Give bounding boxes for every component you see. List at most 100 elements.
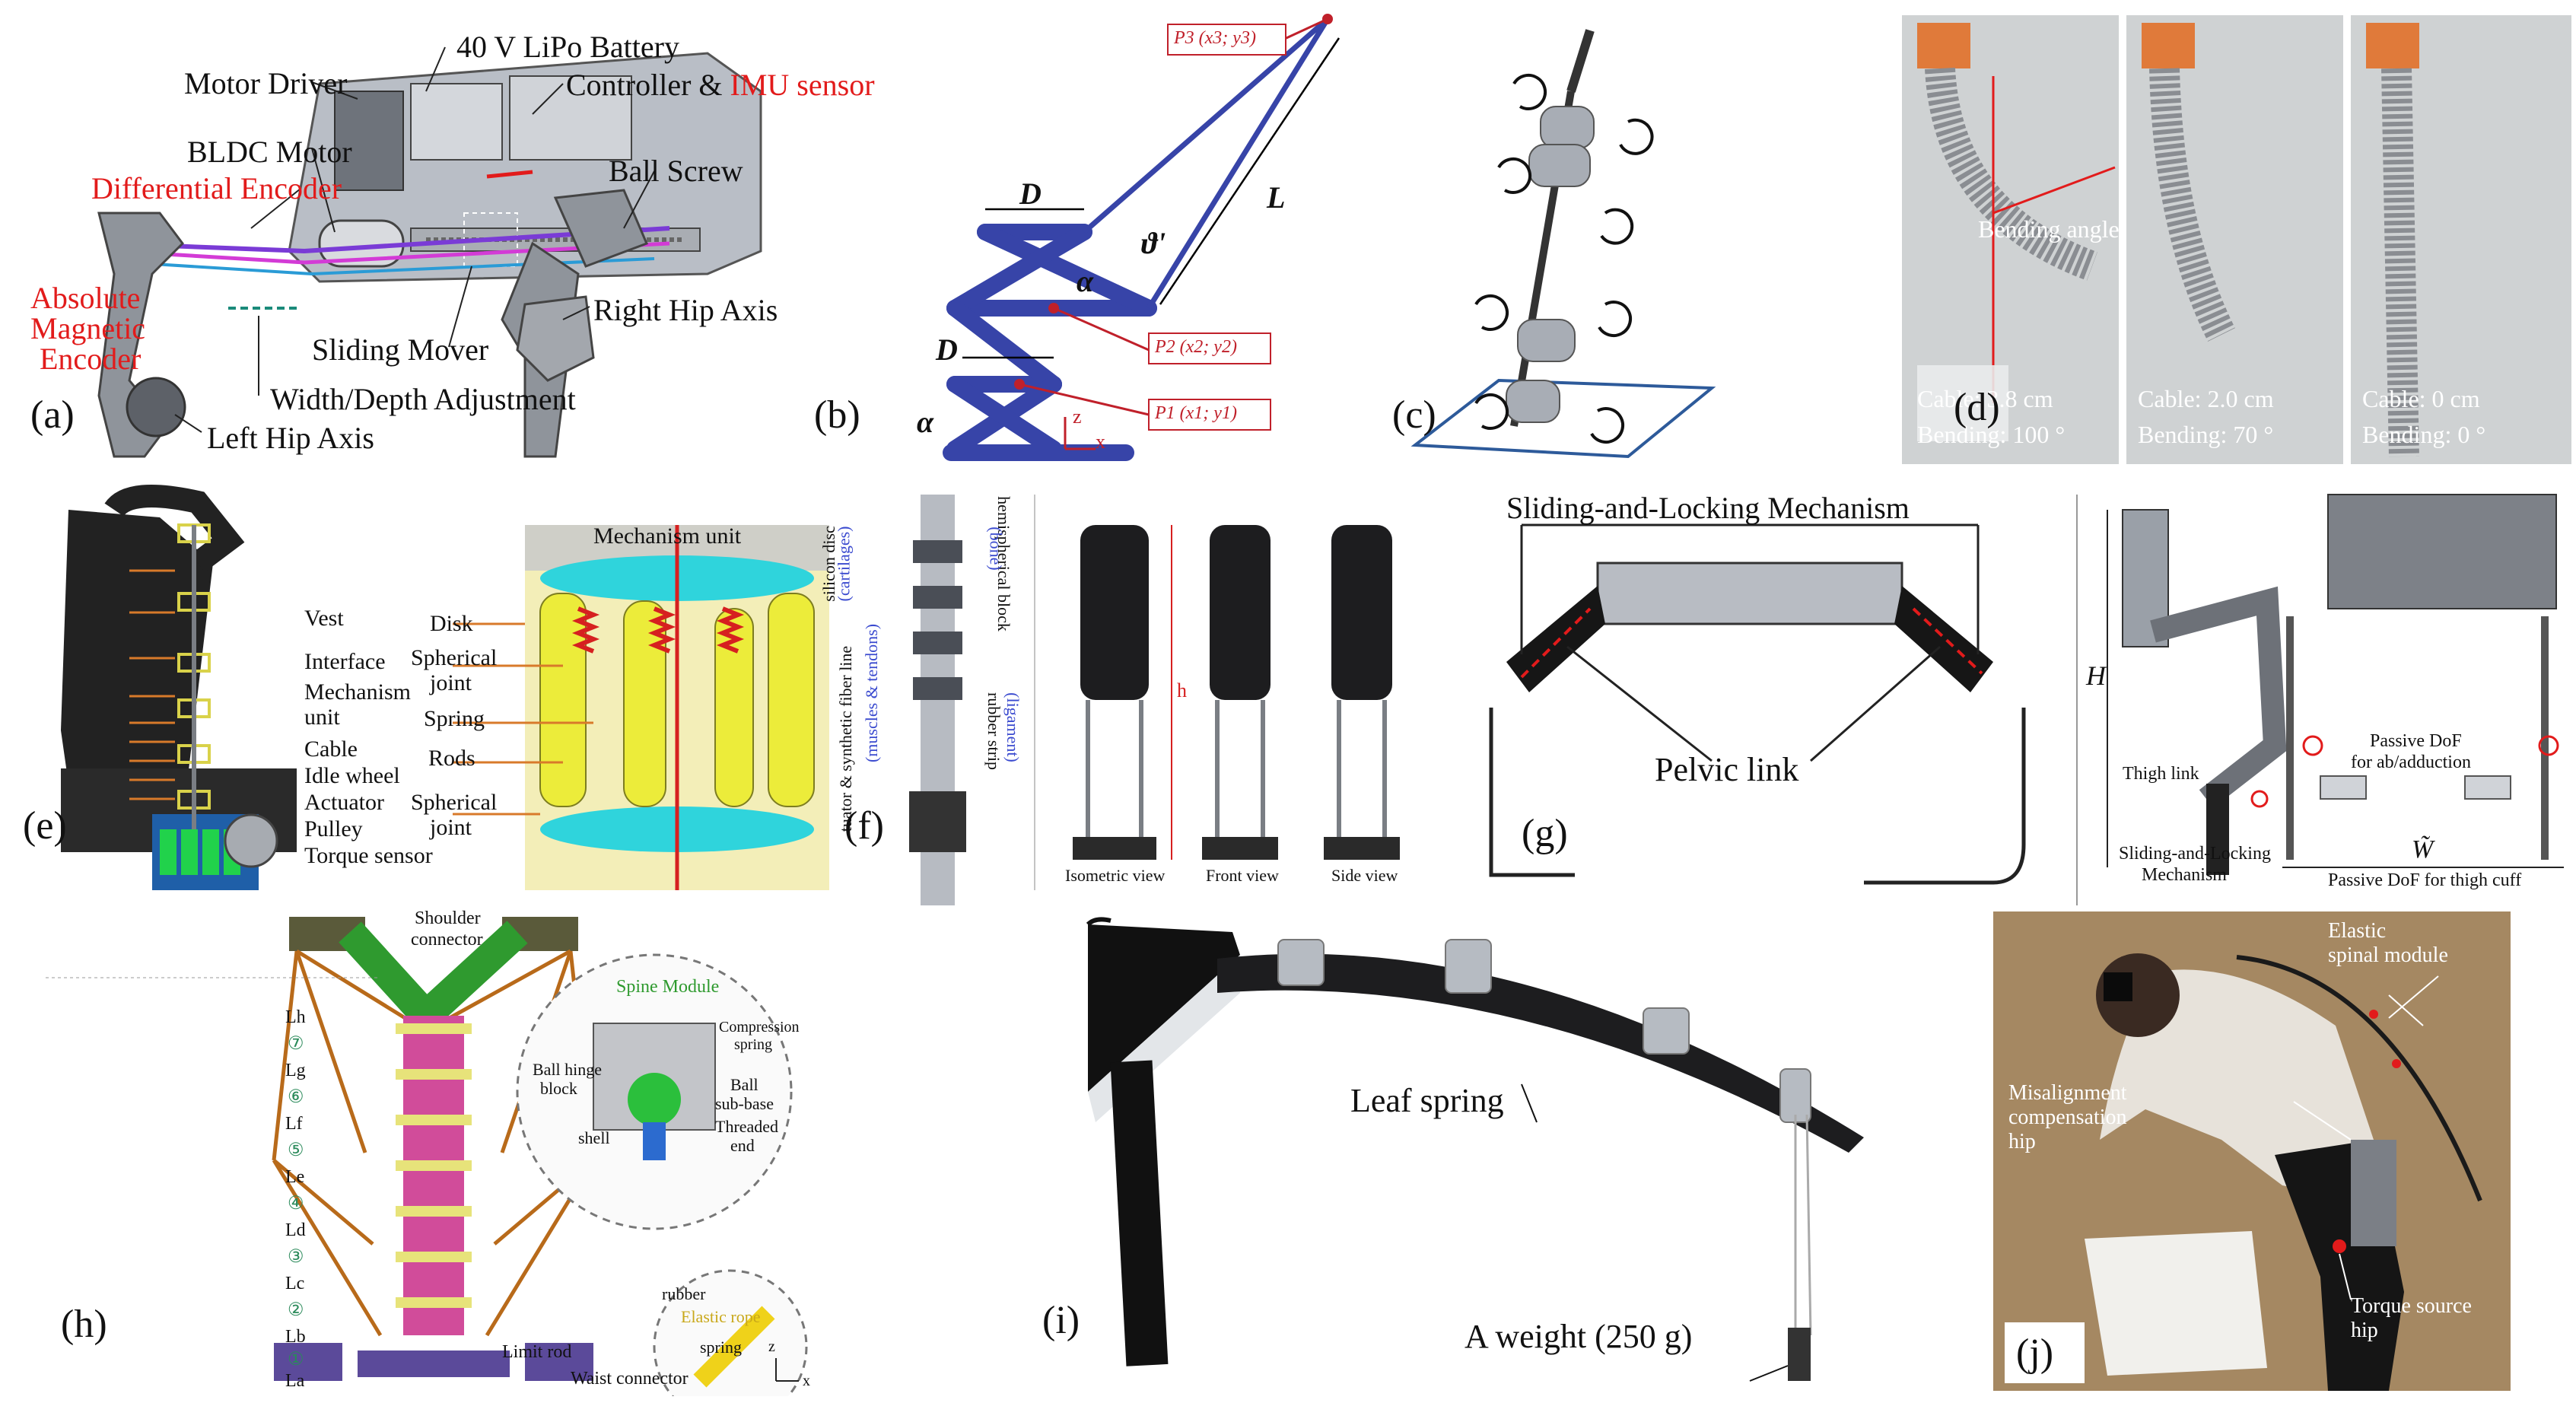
label-passive-dof-2: for ab/adduction — [2351, 752, 2471, 772]
panel-e: Mechanism unit Vest Interface Mechanism … — [23, 479, 837, 905]
label-differential-encoder: Differential Encoder — [91, 171, 342, 205]
label-mechanism-1: Mechanism — [304, 679, 411, 705]
panel-label-g: (g) — [1522, 812, 1568, 855]
label-slm-2: Mechanism — [2142, 865, 2227, 885]
label-weight: A weight (250 g) — [1465, 1318, 1693, 1355]
label-theta: ϑ' — [1141, 226, 1166, 260]
label-level-13: ① — [288, 1350, 304, 1370]
label-ball-hinge-2: block — [540, 1079, 577, 1098]
label-img2-bending: Bending: 70 ° — [2138, 421, 2274, 448]
label-rubber: rubber — [662, 1284, 706, 1303]
label-idle-wheel: Idle wheel — [304, 763, 400, 788]
label-battery: 40 V LiPo Battery — [456, 30, 679, 64]
label-level-8: Ld — [285, 1220, 306, 1240]
label-absolute-encoder-2: Magnetic — [30, 311, 146, 345]
label-z-axis: z — [1073, 406, 1082, 428]
label-misalignment-3: hip — [2008, 1130, 2036, 1153]
label-elastic-1: Elastic — [2328, 919, 2387, 943]
label-level-4: Lf — [285, 1114, 303, 1134]
label-vest: Vest — [304, 606, 344, 631]
panel-g: Sliding-and-Locking Mechanism Pelvic lin… — [1445, 479, 2576, 905]
label-mechanism-unit-title: Mechanism unit — [593, 523, 742, 549]
label-torque-sensor: Torque sensor — [304, 843, 433, 868]
label-threaded-1: Threaded — [715, 1117, 779, 1136]
label-shoulder-2: connector — [411, 930, 483, 950]
label-bldc: BLDC Motor — [187, 135, 352, 169]
label-level-3: ⑥ — [288, 1087, 304, 1107]
label-D-mid: D — [936, 332, 958, 367]
label-bone: (bone) — [986, 527, 1006, 571]
label-compression-1: Compression — [719, 1019, 800, 1036]
label-muscles: (muscles & tendons) — [862, 623, 882, 763]
label-interface: Interface — [304, 649, 386, 674]
label-front-view: Front view — [1206, 866, 1279, 885]
panel-label-i: (i) — [1042, 1299, 1080, 1342]
label-level-14: La — [285, 1371, 305, 1391]
label-sliding-locking-title: Sliding-and-Locking Mechanism — [1506, 491, 1910, 525]
label-left-hip: Left Hip Axis — [207, 421, 374, 455]
label-pulley: Pulley — [304, 816, 363, 841]
label-slm-1: Sliding-and-Locking — [2119, 844, 2271, 864]
label-p3: P3 (x3; y3) — [1174, 28, 1256, 48]
label-rubber-strip: rubber strip — [984, 692, 1004, 771]
panel-label-c: (c) — [1392, 393, 1436, 437]
label-level-2: Lg — [285, 1061, 306, 1080]
panel-label-f: (f) — [844, 804, 884, 848]
label-ball-hinge-1: Ball hinge — [533, 1060, 603, 1079]
panel-label-b: (b) — [814, 393, 860, 437]
label-sliding-mover: Sliding Mover — [312, 332, 489, 367]
panel-d: Bending angle Cable: 3.8 cm Bending: 100… — [1902, 15, 2571, 464]
panel-label-j: (j) — [2016, 1331, 2054, 1375]
label-level-7: ④ — [288, 1194, 304, 1214]
label-pelvic-link: Pelvic link — [1655, 751, 1799, 788]
spring-bending-illustration — [1917, 23, 2419, 457]
spine-robot-photos — [909, 495, 1400, 905]
panel-h: Shoulder connector Spine Module Compress… — [46, 909, 837, 1396]
label-leaf-spring: Leaf spring — [1350, 1082, 1504, 1119]
panel-label-d: (d) — [1954, 386, 2000, 429]
panel-label-a: (a) — [30, 393, 75, 437]
label-spherical-2b: joint — [430, 815, 472, 840]
label-spherical-1a: Spherical — [411, 645, 498, 670]
label-elastic-rope: Elastic rope — [681, 1307, 761, 1326]
label-thigh-link: Thigh link — [2123, 764, 2199, 784]
label-motor-driver: Motor Driver — [184, 66, 348, 100]
label-p1: P1 (x1; y1) — [1155, 403, 1237, 423]
label-spring: Spring — [424, 706, 485, 731]
label-actuator: Actuator — [304, 790, 384, 815]
label-passive-dof-1: Passive DoF — [2370, 731, 2462, 751]
label-right-hip: Right Hip Axis — [593, 293, 778, 327]
label-mechanism-2: unit — [304, 705, 340, 730]
label-ligament: (ligament) — [1003, 692, 1022, 762]
label-level-12: Lb — [285, 1327, 306, 1347]
panel-label-h: (h) — [61, 1303, 107, 1346]
label-level-5: ⑤ — [288, 1141, 304, 1160]
photo-cable-20 — [2126, 15, 2343, 464]
panel-j: Elastic spinal module Misalignment compe… — [1993, 911, 2511, 1391]
label-absolute-encoder-1: Absolute — [30, 281, 141, 315]
label-img3-bending: Bending: 0 ° — [2362, 421, 2486, 448]
label-misalignment-2: compensation — [2008, 1106, 2127, 1129]
label-W: W̃ — [2412, 835, 2434, 864]
label-ball-screw: Ball Screw — [609, 154, 743, 188]
panel-b: P3 (x3; y3) P2 (x2; y2) P1 (x1; y1) D D … — [791, 0, 1400, 472]
label-width-depth: Width/Depth Adjustment — [270, 382, 576, 416]
label-level-1: ⑦ — [288, 1034, 304, 1054]
label-L: L — [1267, 180, 1286, 215]
pelvic-link-illustration — [1489, 494, 2564, 905]
label-threaded-2: end — [730, 1136, 755, 1155]
label-level-9: ③ — [288, 1247, 304, 1267]
label-controller: Controller & IMU sensor — [566, 70, 875, 100]
label-cartilages: (cartilages) — [834, 526, 854, 602]
label-level-11: ② — [288, 1300, 304, 1320]
vest-exoskeleton-illustration — [61, 485, 829, 890]
label-level-0: Lh — [285, 1007, 306, 1027]
label-D-top: D — [1019, 177, 1042, 211]
label-compression-2: spring — [734, 1036, 772, 1053]
label-x-axis: x — [1096, 431, 1105, 453]
label-ball-1: Ball — [730, 1075, 758, 1094]
scissor-linkage-diagram — [943, 14, 1340, 461]
label-spring-h: spring — [700, 1338, 742, 1357]
label-img1-cable: Cable: 3.8 cm — [1917, 385, 2053, 412]
label-p2: P2 (x2; y2) — [1155, 337, 1237, 357]
